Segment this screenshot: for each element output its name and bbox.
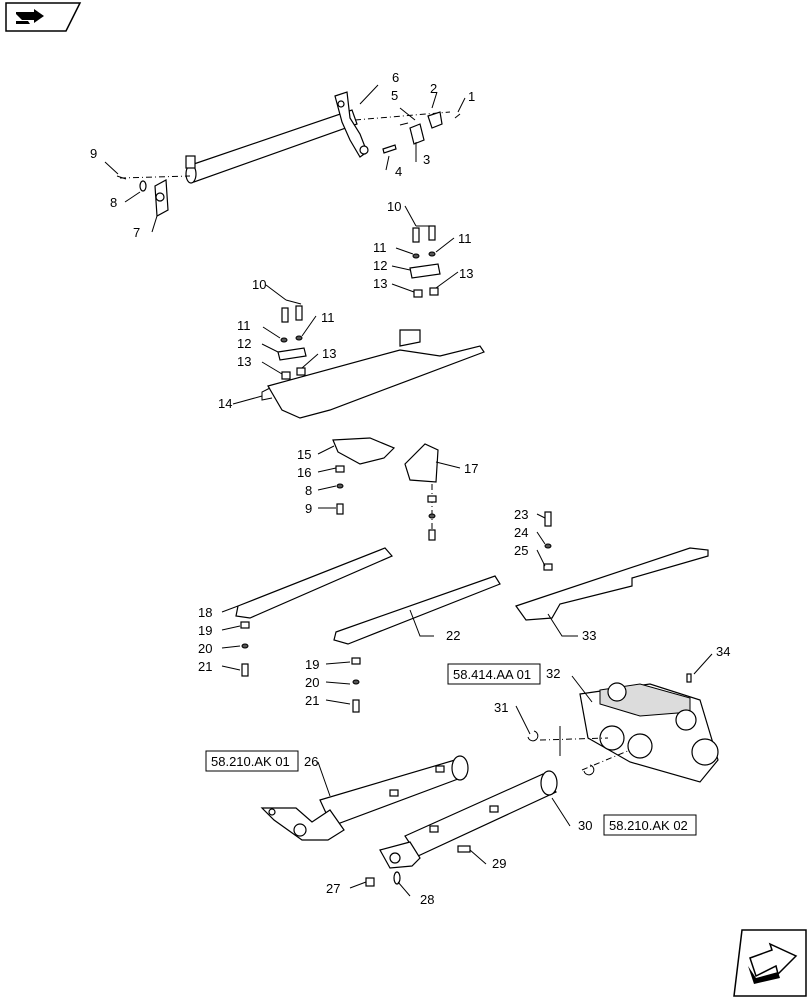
callout-21: 21 — [305, 693, 319, 708]
callout-labels: 1 2 3 4 5 6 7 8 9 10 11 11 12 13 13 10 1… — [90, 70, 730, 907]
reference-label: 58.414.AA 01 — [453, 667, 531, 682]
callout-21: 21 — [198, 659, 212, 674]
callout-19: 19 — [198, 623, 212, 638]
callout-27: 27 — [326, 881, 340, 896]
strip-22 — [333, 575, 501, 713]
next-page-arrow-icon[interactable] — [733, 929, 807, 997]
callout-9: 9 — [90, 146, 97, 161]
strip-33 — [515, 511, 709, 621]
reference-link-58210ak01[interactable]: 58.210.AK 01 — [205, 750, 299, 772]
callout-11: 11 — [321, 310, 335, 325]
plate-14 — [261, 329, 485, 419]
callout-34: 34 — [716, 644, 730, 659]
callout-12: 12 — [373, 258, 387, 273]
reference-label: 58.210.AK 02 — [609, 818, 688, 833]
reference-link-58210ak02[interactable]: 58.210.AK 02 — [603, 814, 697, 836]
callout-13: 13 — [322, 346, 336, 361]
callout-17: 17 — [464, 461, 478, 476]
reference-label: 58.210.AK 01 — [211, 754, 290, 769]
callout-9: 9 — [305, 501, 312, 516]
callout-7: 7 — [133, 225, 140, 240]
callout-30: 30 — [578, 818, 592, 833]
callout-1: 1 — [468, 89, 475, 104]
callout-16: 16 — [297, 465, 311, 480]
callout-13: 13 — [237, 354, 251, 369]
shaft-assembly — [116, 91, 461, 217]
cylinder-26 — [260, 755, 469, 841]
parts-catalog-arrow-icon[interactable] — [5, 2, 82, 32]
callout-24: 24 — [514, 525, 528, 540]
callout-20: 20 — [198, 641, 212, 656]
callout-20: 20 — [305, 675, 319, 690]
callout-4: 4 — [395, 164, 402, 179]
callout-22: 22 — [446, 628, 460, 643]
callout-11: 11 — [237, 318, 251, 333]
callout-28: 28 — [420, 892, 434, 907]
callout-32: 32 — [546, 666, 560, 681]
callout-15: 15 — [297, 447, 311, 462]
callout-31: 31 — [494, 700, 508, 715]
callout-11: 11 — [373, 240, 387, 255]
callout-18: 18 — [198, 605, 212, 620]
callout-10: 10 — [252, 277, 266, 292]
callout-26: 26 — [304, 754, 318, 769]
gearbox-32 — [527, 673, 719, 783]
cylinder-30 — [365, 770, 558, 887]
callout-3: 3 — [423, 152, 430, 167]
leader-lines — [104, 84, 713, 897]
callout-12: 12 — [237, 336, 251, 351]
callout-8: 8 — [110, 195, 117, 210]
brackets-15-17 — [332, 437, 439, 541]
callout-19: 19 — [305, 657, 319, 672]
callout-6: 6 — [392, 70, 399, 85]
strip-18 — [235, 547, 393, 677]
callout-25: 25 — [514, 543, 528, 558]
callout-2: 2 — [430, 81, 437, 96]
callout-23: 23 — [514, 507, 528, 522]
callout-14: 14 — [218, 396, 232, 411]
callout-13: 13 — [373, 276, 387, 291]
callout-13: 13 — [459, 266, 473, 281]
fastener-stack-left — [277, 305, 307, 380]
callout-11: 11 — [458, 231, 472, 246]
callout-5: 5 — [391, 88, 398, 103]
callout-33: 33 — [582, 628, 596, 643]
fastener-stack-right — [409, 225, 441, 298]
callout-29: 29 — [492, 856, 506, 871]
reference-link-58414aa01[interactable]: 58.414.AA 01 — [447, 663, 541, 685]
callout-10: 10 — [387, 199, 401, 214]
callout-8: 8 — [305, 483, 312, 498]
